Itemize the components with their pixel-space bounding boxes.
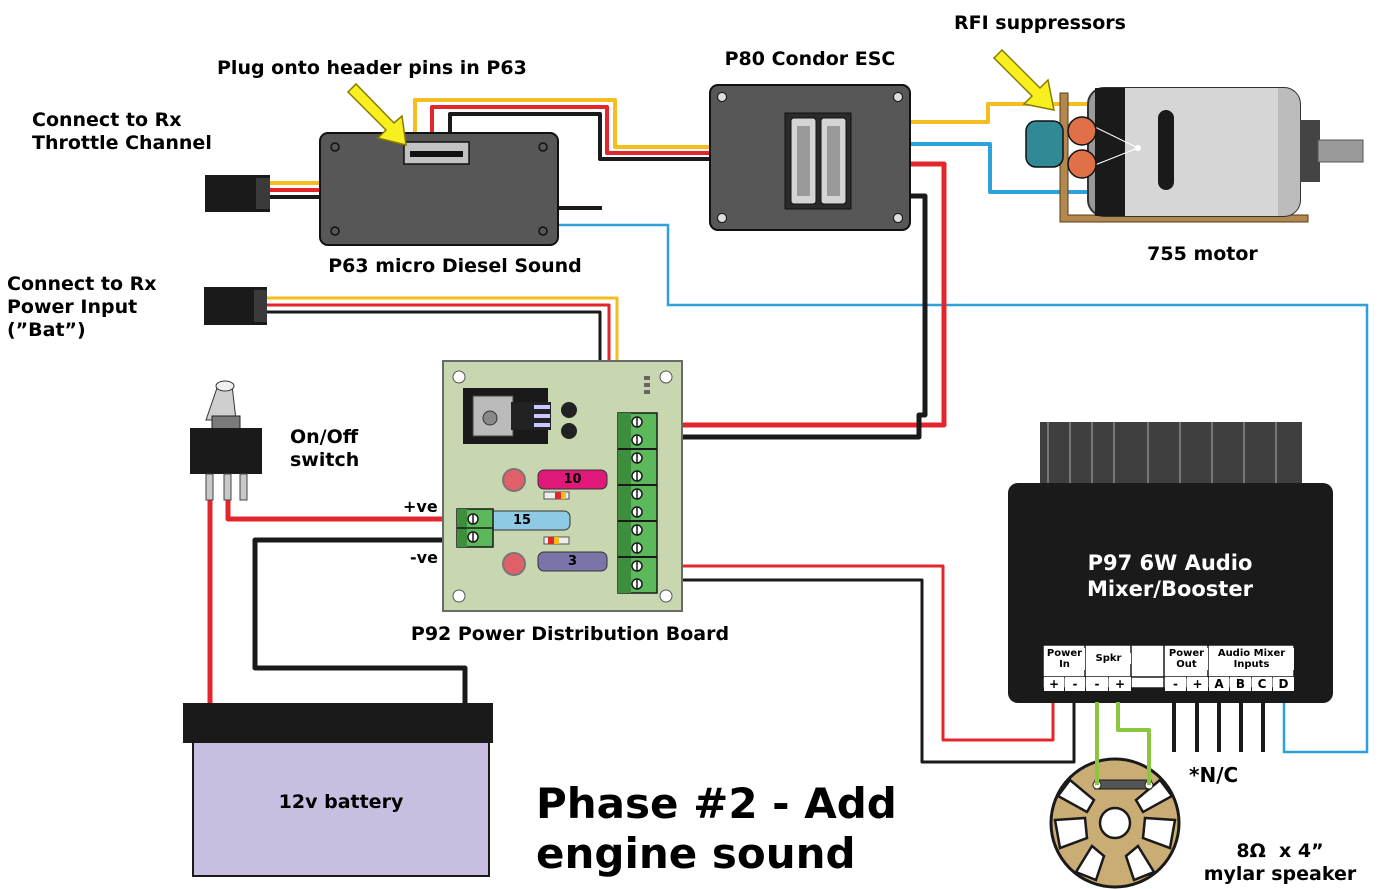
- label-rx-power: Connect to Rx Power Input (”Bat”): [7, 273, 157, 341]
- label-nc: *N/C: [1189, 763, 1239, 787]
- page-title: Phase #2 - Add engine sound: [536, 779, 897, 878]
- p63-module: [319, 132, 559, 246]
- wire-speaker: [1095, 702, 1151, 785]
- toggle-switch-icon: [190, 380, 262, 501]
- header-power-out: Power Out: [1165, 648, 1208, 670]
- fuse-3: [537, 551, 608, 572]
- label-rfi: RFI suppressors: [954, 12, 1126, 34]
- battery-12v: [183, 703, 493, 877]
- label-p92: P92 Power Distribution Board: [410, 623, 730, 645]
- label-rx-throttle: Connect to Rx Throttle Channel: [32, 109, 212, 154]
- label-positive: +ve: [403, 497, 438, 516]
- label-p97: P97 6W Audio Mixer/Booster: [1087, 551, 1253, 601]
- arrow-icon: [992, 48, 1055, 111]
- pin-label: -: [1065, 677, 1085, 691]
- fuse-10: [537, 469, 608, 490]
- label-header-pins: Plug onto header pins in P63: [217, 57, 527, 79]
- terminal-screws: [467, 416, 643, 590]
- p80-esc: [709, 84, 911, 231]
- rfi-suppressors: [1025, 116, 1097, 179]
- p92-board: [442, 360, 683, 612]
- wire-p92-to-p97: [657, 564, 1076, 764]
- header-power-in: Power In: [1044, 648, 1085, 670]
- label-switch: On/Off switch: [290, 426, 360, 471]
- label-speaker: 8Ω x 4” mylar speaker: [1203, 840, 1357, 885]
- fuse-3-label: 3: [567, 554, 578, 569]
- fuse-10-label: 10: [563, 472, 582, 487]
- pin-label: +: [1187, 677, 1208, 691]
- arrow-icon: [346, 82, 407, 146]
- label-battery: 12v battery: [278, 791, 404, 813]
- header-audio-inputs: Audio Mixer Inputs: [1209, 648, 1294, 670]
- pin-label: -: [1165, 677, 1186, 691]
- speaker-icon: [1049, 757, 1181, 889]
- wire-p63-audio-blue: [555, 223, 1369, 754]
- wire-p63-to-p80: [413, 98, 710, 161]
- pin-label: +: [1044, 677, 1064, 691]
- wire-esc-power: [657, 161, 947, 440]
- pin-label: C: [1252, 677, 1272, 691]
- pin-label: B: [1230, 677, 1251, 691]
- pin-label: -: [1086, 677, 1108, 691]
- label-motor: 755 motor: [1147, 243, 1258, 265]
- label-negative: -ve: [410, 548, 438, 567]
- rx-power-plug: [204, 287, 267, 325]
- wire-switch-battery: [207, 498, 468, 705]
- pin-label: A: [1209, 677, 1229, 691]
- label-p63: P63 micro Diesel Sound: [328, 255, 582, 277]
- fuse-15-label: 15: [512, 513, 532, 528]
- unconnected-pins: [1172, 702, 1265, 752]
- motor-755: [1059, 87, 1364, 223]
- rx-throttle-plug: [205, 175, 270, 212]
- label-p80: P80 Condor ESC: [724, 48, 896, 70]
- pin-label: +: [1109, 677, 1131, 691]
- pin-label: D: [1273, 677, 1294, 691]
- header-spkr: Spkr: [1086, 653, 1131, 664]
